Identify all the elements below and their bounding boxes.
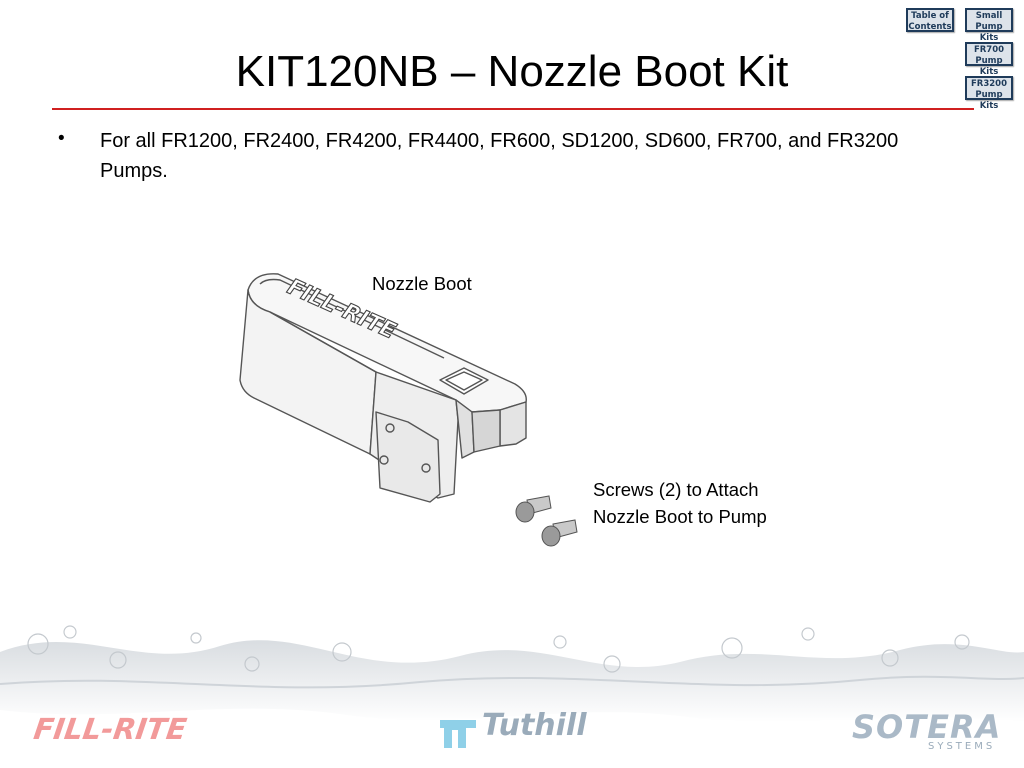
bullet-text: For all FR1200, FR2400, FR4200, FR4400, … bbox=[100, 130, 899, 182]
tuthill-logo-mark-icon bbox=[440, 720, 476, 748]
fr700-pump-kits-button[interactable]: FR700 Pump Kits bbox=[965, 42, 1013, 77]
water-splash-decoration bbox=[0, 625, 1024, 722]
sotera-logo: SOTERA bbox=[852, 708, 1002, 746]
nozzle-boot-caption: Nozzle Boot bbox=[372, 273, 472, 294]
slide-title: KIT120NB – Nozzle Boot Kit bbox=[235, 47, 789, 96]
screws-caption: Screws (2) to Attach Nozzle Boot to Pump bbox=[593, 476, 767, 530]
bullet-marker: • bbox=[58, 128, 65, 149]
screws-caption-line1: Screws (2) to Attach bbox=[593, 479, 759, 500]
tuthill-logo: Tuthill bbox=[482, 708, 587, 743]
fill-rite-logo: FILL-RITE bbox=[31, 712, 189, 746]
screws-caption-line2: Nozzle Boot to Pump bbox=[593, 506, 767, 527]
small-pump-kits-button[interactable]: Small Pump Kits bbox=[965, 8, 1013, 43]
title-divider bbox=[52, 108, 974, 110]
sotera-systems-subtitle: SYSTEMS bbox=[928, 741, 996, 752]
fr3200-pump-kits-button[interactable]: FR3200 Pump Kits bbox=[965, 76, 1013, 111]
nozzle-boot-drawing: FILL-RITE bbox=[239, 273, 527, 503]
screw-drawing bbox=[515, 495, 578, 547]
table-of-contents-button[interactable]: Table of Contents bbox=[906, 8, 954, 32]
